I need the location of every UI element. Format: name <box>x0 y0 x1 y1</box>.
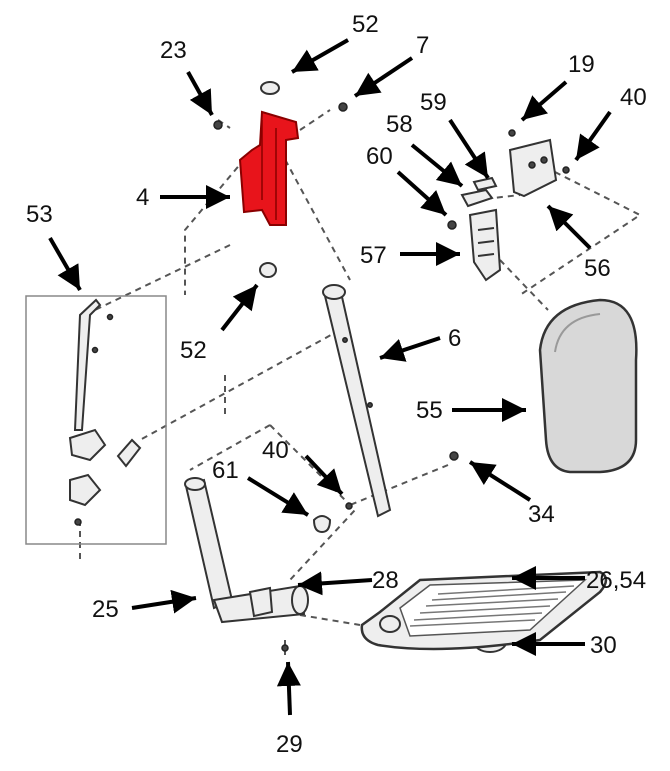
callout-4: 4 <box>136 184 149 211</box>
part-53-frame <box>25 295 167 545</box>
callout-7: 7 <box>416 32 429 59</box>
callout-6: 6 <box>448 325 461 352</box>
callout-53: 53 <box>26 201 53 228</box>
callout-34: 34 <box>528 501 555 528</box>
callout-59: 59 <box>420 89 447 116</box>
callout-40-mid: 40 <box>262 437 289 464</box>
callout-57: 57 <box>360 242 387 269</box>
part-26-54-footplate <box>360 570 608 651</box>
callout-26-54: 26,54 <box>586 567 646 594</box>
callout-61: 61 <box>212 457 239 484</box>
fasteners-top <box>213 81 348 278</box>
callout-28: 28 <box>372 567 399 594</box>
callout-52-top: 52 <box>352 11 379 38</box>
callout-arrows <box>48 38 612 716</box>
callout-19: 19 <box>568 51 595 78</box>
assembly-guide-lines <box>79 109 642 655</box>
callout-30: 30 <box>590 632 617 659</box>
callout-52-bottom: 52 <box>180 337 207 364</box>
callout-25: 25 <box>92 596 119 623</box>
part-4-bracket <box>238 110 300 226</box>
part-55-pad <box>538 298 638 474</box>
callout-23: 23 <box>160 37 187 64</box>
callout-29: 29 <box>276 731 303 758</box>
callout-56: 56 <box>584 255 611 282</box>
callout-40-top: 40 <box>620 84 647 111</box>
callout-55: 55 <box>416 397 443 424</box>
part-53-assembly <box>68 298 142 526</box>
part-6-tube <box>322 284 392 518</box>
callout-58: 58 <box>386 111 413 138</box>
callout-labels: 52 7 23 19 40 59 58 60 4 53 57 56 52 6 5… <box>26 11 647 758</box>
callout-60: 60 <box>366 143 393 170</box>
part-25-tube <box>184 477 309 624</box>
bracket-cluster <box>447 129 570 282</box>
